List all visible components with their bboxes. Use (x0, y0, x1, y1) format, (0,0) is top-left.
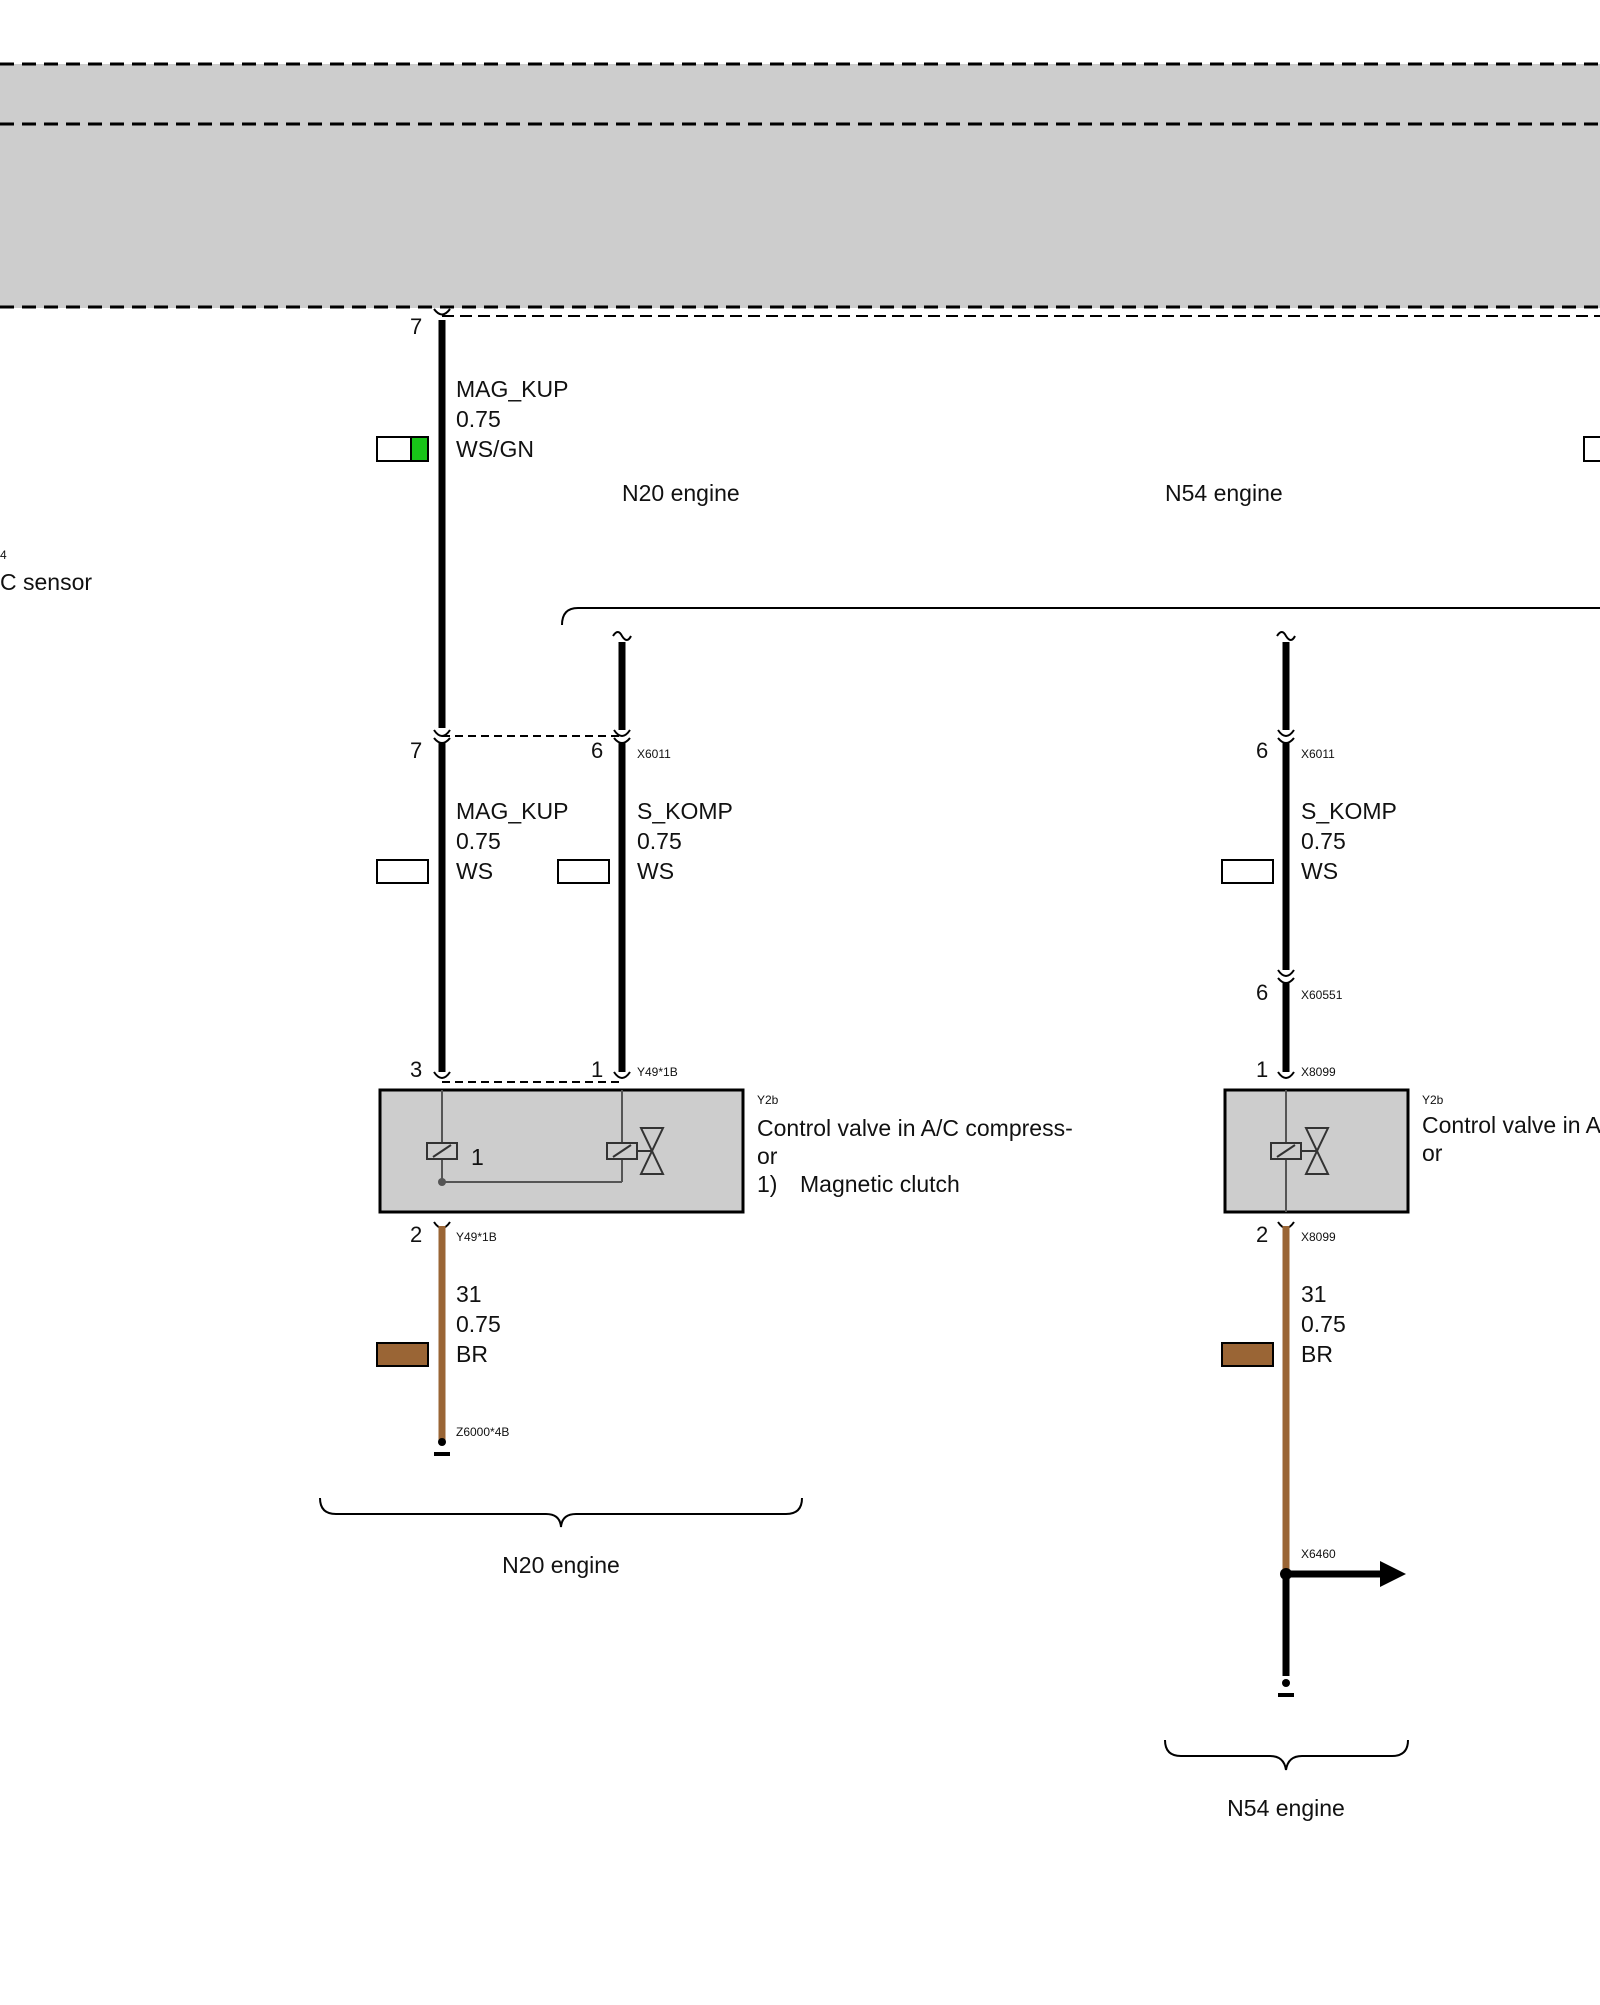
module-body (0, 64, 1600, 308)
wire-color-code: BR (456, 1341, 488, 1367)
pin-number: 6 (1256, 980, 1268, 1005)
pin-number: 7 (410, 314, 422, 339)
ground-dot (438, 1438, 446, 1446)
splice-connector-id: X6460 (1301, 1547, 1336, 1561)
wire-top-mag-kup: 7 MAG_KUP 0.75 WS/GN (376, 308, 568, 737)
section-label-n54: N54 engine (1165, 480, 1283, 506)
color-swatch-brown (1221, 1342, 1274, 1367)
pin-number: 2 (1256, 1222, 1268, 1247)
section-label-n20: N20 engine (622, 480, 740, 506)
inner-pin-label: 1 (471, 1144, 484, 1170)
component-desc-line1: Control valve in A/C compress- (757, 1115, 1073, 1141)
pin-fork-icon (433, 308, 451, 316)
pin-fork-icon (433, 737, 451, 744)
bracket-label-n54: N54 engine (1227, 1795, 1345, 1821)
coil-icon-slash (432, 1144, 452, 1158)
wire-break-icon (1276, 631, 1296, 641)
pin-fork-icon (613, 729, 631, 737)
wire-size: 0.75 (1301, 828, 1346, 854)
wire-n54-ground: 2 X8099 31 0.75 BR X6460 (1221, 1221, 1406, 1697)
wire-size: 0.75 (456, 1311, 501, 1337)
wire-color-code: WS (1301, 858, 1338, 884)
bracket-label-n20: N20 engine (502, 1552, 620, 1578)
wire-size: 0.75 (456, 828, 501, 854)
wire-name: S_KOMP (1301, 798, 1397, 824)
component-desc-line2: or (1422, 1140, 1443, 1166)
pin-fork-icon (1277, 969, 1295, 977)
pin-fork-icon (1277, 1071, 1295, 1079)
connector-id: X8099 (1301, 1230, 1336, 1244)
pin-number: 3 (410, 1057, 422, 1082)
pin-fork-icon (613, 737, 631, 744)
color-swatch-green (410, 436, 429, 462)
component-id: Y2b (757, 1093, 779, 1107)
bracket-n20 (319, 1497, 803, 1528)
connector-id: X6011 (1301, 747, 1335, 761)
pin-fork-icon (613, 1071, 631, 1079)
component-n54-control-valve: 1 X8099 Y2b Control valve in A or (1223, 1057, 1600, 1214)
coil-icon-slash (612, 1144, 632, 1158)
left-partial-id: 4 (0, 548, 7, 562)
wire-color-code: WS/GN (456, 436, 534, 462)
ground-connector-id: Z6000*4B (456, 1425, 509, 1439)
pin-number: 6 (1256, 738, 1268, 763)
pin-number: 7 (410, 738, 422, 763)
component-n20-control-valve: 3 1 Y49*1B 1 Y2b Control valve in A/C co… (378, 1057, 1073, 1214)
pin-number: 1 (591, 1057, 603, 1082)
component-desc-line1: Control valve in A (1422, 1112, 1600, 1138)
component-note-number: 1) (757, 1171, 777, 1197)
wire-name: MAG_KUP (456, 798, 568, 824)
bracket-n54 (1164, 1739, 1409, 1771)
wire-n20-s-komp: 6 X6011 S_KOMP 0.75 WS (557, 631, 733, 1072)
wire-n20-ground: 2 Y49*1B 31 0.75 BR Z6000*4B (376, 1221, 509, 1456)
junction-dot (438, 1178, 446, 1186)
pin-fork-icon (433, 1071, 451, 1079)
wire-size: 0.75 (456, 406, 501, 432)
color-swatch-white (376, 436, 412, 462)
connector-id: Y49*1B (637, 1065, 678, 1079)
wire-name: MAG_KUP (456, 376, 568, 402)
coil-icon-slash (1276, 1144, 1296, 1158)
ground-dot (1282, 1679, 1290, 1687)
connector-id: X60551 (1301, 988, 1343, 1002)
wire-color-code: WS (456, 858, 493, 884)
wire-name: 31 (1301, 1281, 1327, 1307)
wire-name: S_KOMP (637, 798, 733, 824)
pin-number: 1 (1256, 1057, 1268, 1082)
pin-number: 2 (410, 1222, 422, 1247)
wire-n54-s-komp: 6 X6011 S_KOMP 0.75 WS 6 X60551 (1221, 631, 1397, 1072)
wire-size: 0.75 (1301, 1311, 1346, 1337)
wire-color-code: WS (637, 858, 674, 884)
wire-size: 0.75 (637, 828, 682, 854)
color-swatch-brown (376, 1342, 429, 1367)
component-id: Y2b (1422, 1093, 1444, 1107)
arrow-right-icon (1380, 1561, 1406, 1587)
top-control-module (0, 62, 1600, 317)
color-swatch-partial (1583, 436, 1600, 462)
color-swatch-white (376, 859, 429, 884)
wire-color-code: BR (1301, 1341, 1333, 1367)
wire-n20-mag-kup: 7 MAG_KUP 0.75 WS (376, 737, 568, 1072)
component-note-text: Magnetic clutch (800, 1171, 960, 1197)
left-partial-label: C sensor (0, 569, 92, 595)
wire-name: 31 (456, 1281, 482, 1307)
color-swatch-white (557, 859, 610, 884)
pin-number: 6 (591, 738, 603, 763)
color-swatch-white (1221, 859, 1274, 884)
component-desc-line2: or (757, 1143, 778, 1169)
section-brace (561, 607, 1600, 626)
connector-id: X6011 (637, 747, 671, 761)
connector-id: X8099 (1301, 1065, 1336, 1079)
pin-fork-icon (1277, 729, 1295, 737)
connector-id: Y49*1B (456, 1230, 497, 1244)
wire-break-icon (612, 631, 632, 641)
